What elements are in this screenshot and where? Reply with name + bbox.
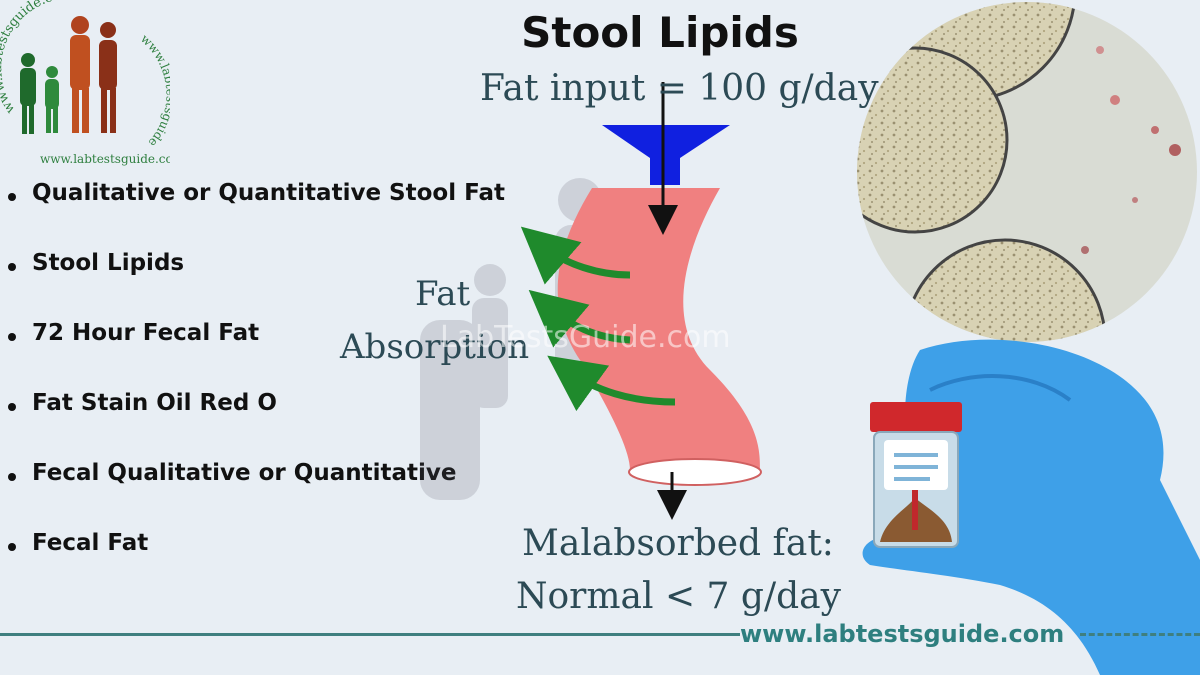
list-item: Qualitative or Quantitative Stool Fat: [8, 180, 505, 250]
funnel-icon: [602, 125, 730, 185]
list-item: Fecal Fat: [8, 530, 505, 600]
gloved-hand-image: [862, 339, 1200, 675]
footer-dashed-line: [1080, 633, 1200, 636]
list-item: Fat Stain Oil Red O: [8, 390, 505, 460]
logo-text-bottom: www.labtestsguide.com: [40, 152, 170, 166]
list-item: Fecal Qualitative or Quantitative: [8, 460, 505, 530]
footer-line: [0, 633, 740, 636]
list-item: Stool Lipids: [8, 250, 505, 320]
fat-absorption-diagram: Fat input = 100 g/day Fat Absorption Mal…: [339, 68, 879, 617]
logo-text-top: www.labtestsguide.com: [0, 0, 73, 116]
svg-text:www.labtestsguide.com: www.labtestsguide.com: [0, 0, 73, 116]
malabsorbed-fat-label: Malabsorbed fat:: [522, 523, 834, 564]
fat-absorption-label-line1: Fat: [415, 274, 471, 314]
page-title: Stool Lipids: [521, 8, 799, 57]
normal-range-label: Normal < 7 g/day: [516, 576, 842, 617]
bullet-list: Qualitative or Quantitative Stool Fat St…: [8, 180, 505, 600]
watermark-text: LabTestsGuide.com: [440, 320, 731, 355]
microscope-image: [857, 2, 1197, 342]
fat-absorption-label-line2: Absorption: [339, 327, 529, 367]
family-silhouette-icon: [20, 16, 117, 134]
logo: www.labtestsguide.com www.labtestsguide.…: [0, 0, 170, 166]
website-link[interactable]: www.labtestsguide.com: [740, 620, 1065, 648]
specimen-container-icon: [870, 402, 962, 548]
absorption-arrows-icon: [520, 226, 676, 412]
list-item: 72 Hour Fecal Fat: [8, 320, 505, 390]
fat-input-label: Fat input = 100 g/day: [480, 68, 879, 109]
